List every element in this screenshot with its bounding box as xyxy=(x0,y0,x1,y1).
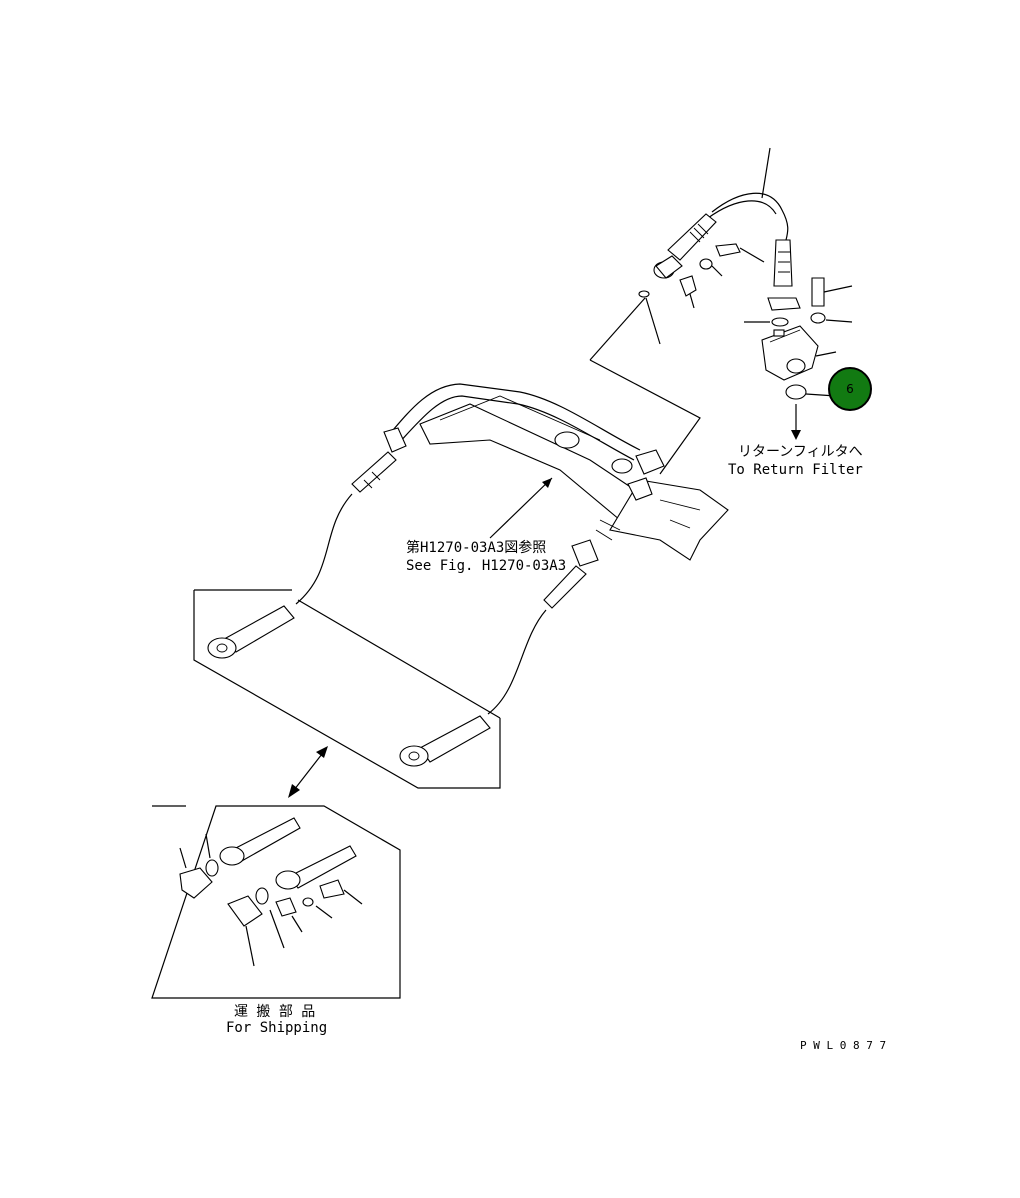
shipping-label-en: For Shipping xyxy=(226,1020,328,1036)
callout-6[interactable]: 6 xyxy=(828,367,872,411)
valve-block xyxy=(744,277,853,440)
return-filter-label-jp: リターンフィルタへ xyxy=(738,444,863,460)
return-filter-label-en: To Return Filter xyxy=(728,462,863,478)
middle-hose-assembly xyxy=(295,451,587,715)
see-fig-label-en: See Fig. H1270-03A3 xyxy=(406,558,567,574)
shipping-box xyxy=(151,805,401,999)
double-arrow xyxy=(288,746,328,798)
shipping-label-jp: 運 搬 部 品 xyxy=(234,1004,316,1020)
frame-assembly xyxy=(383,297,729,567)
hose-box xyxy=(193,589,501,789)
drawing-code: P W L 0 8 7 7 xyxy=(800,1039,887,1052)
see-fig-leader xyxy=(489,477,553,539)
see-fig-label-jp: 第H1270-03A3図参照 xyxy=(406,540,547,556)
upper-hose-assembly xyxy=(638,147,801,345)
